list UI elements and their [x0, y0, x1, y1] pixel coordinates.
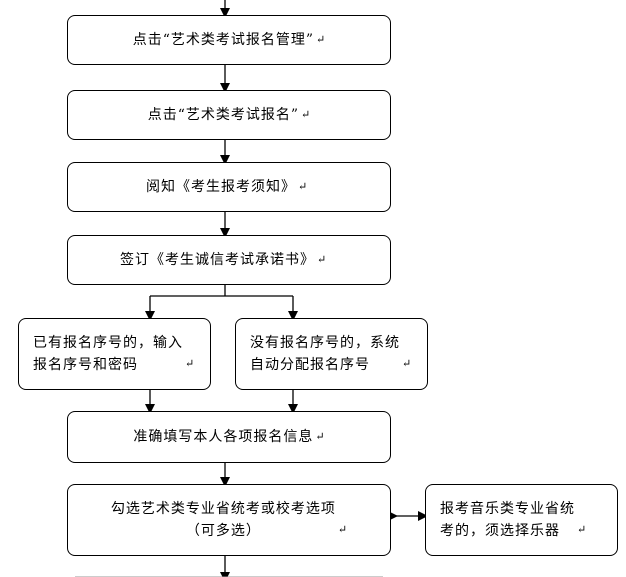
step-box-music-instrument: 报考音乐类专业省统 考的，须选择乐器↵	[425, 484, 618, 556]
return-mark: ↵	[337, 523, 348, 536]
step-text-registration: 点击“艺术类考试报名”	[147, 107, 300, 123]
step-text-read-notice: 阅知《考生报考须知》	[146, 179, 296, 195]
return-mark: ↵	[402, 357, 412, 370]
return-mark: ↵	[577, 523, 587, 536]
return-mark: ↵	[298, 180, 308, 193]
step-text-admin-menu: 点击“艺术类考试报名管理”	[132, 32, 315, 48]
step-box-read-notice: 阅知《考生报考须知》↵	[67, 162, 391, 212]
return-mark: ↵	[316, 33, 326, 46]
step-text-music-instrument: 报考音乐类专业省统 考的，须选择乐器	[440, 501, 575, 539]
step-box-fill-info: 准确填写本人各项报名信息↵	[67, 411, 391, 463]
step-box-auto-number: 没有报名序号的，系统 自动分配报名序号↵	[235, 318, 428, 390]
step-box-select-exam: 勾选艺术类专业省统考或校考选项 （可多选）↵	[67, 484, 391, 556]
step-text-auto-number: 没有报名序号的，系统 自动分配报名序号	[250, 335, 400, 373]
step-box-sign-pledge: 签订《考生诚信考试承诺书》↵	[67, 235, 391, 285]
step-box-admin-menu: 点击“艺术类考试报名管理”↵	[67, 15, 391, 65]
step-text-sign-pledge: 签订《考生诚信考试承诺书》	[120, 252, 315, 268]
step-box-registration: 点击“艺术类考试报名”↵	[67, 90, 391, 140]
step-box-existing-number: 已有报名序号的，输入 报名序号和密码↵	[18, 318, 211, 390]
step-text-select-exam: 勾选艺术类专业省统考或校考选项 （可多选）	[110, 501, 336, 539]
step-text-fill-info: 准确填写本人各项报名信息	[133, 429, 314, 445]
step-text-existing-number: 已有报名序号的，输入 报名序号和密码	[33, 335, 183, 373]
return-mark: ↵	[317, 253, 327, 266]
return-mark: ↵	[301, 108, 311, 121]
return-mark: ↵	[315, 430, 325, 443]
return-mark: ↵	[185, 357, 195, 370]
